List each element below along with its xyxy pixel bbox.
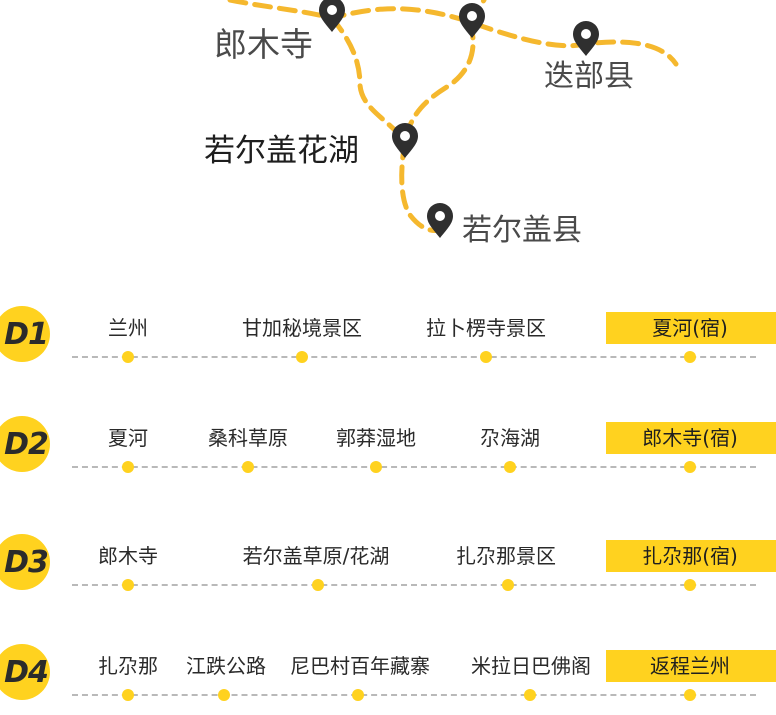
route-line xyxy=(402,19,476,145)
map-pin-icon xyxy=(319,0,345,32)
stop-label: 尼巴村百年藏寨 xyxy=(290,654,430,678)
overnight-highlight xyxy=(606,540,776,572)
stop-label: 扎尕那景区 xyxy=(456,544,556,568)
route-line xyxy=(399,139,443,233)
day-badge: D2 xyxy=(0,416,50,472)
place-label-langmu: 郎木寺 xyxy=(214,25,313,64)
route-map-svg xyxy=(227,0,679,238)
itinerary-day-1: D1 兰州 甘加秘境景区 拉卜楞寺景区 夏河(宿) xyxy=(0,300,776,370)
stop-label: 江跌公路 xyxy=(186,654,266,678)
overnight-label: 扎尕那(宿) xyxy=(642,544,738,568)
stop-dot xyxy=(480,351,492,363)
day-badge: D3 xyxy=(0,534,50,590)
overnight-highlight xyxy=(606,312,776,344)
stop-label: 兰州 xyxy=(108,316,148,340)
stop-label: 尕海湖 xyxy=(480,426,540,450)
stop-dot xyxy=(684,579,696,591)
stop-label: 郭莽湿地 xyxy=(336,426,416,450)
stop-dot xyxy=(312,579,324,591)
stop-dot xyxy=(370,461,382,473)
route-dashed-line xyxy=(72,584,756,586)
overnight-label: 夏河(宿) xyxy=(652,316,728,340)
route-line xyxy=(227,0,679,67)
day-badge: D1 xyxy=(0,306,50,362)
route-dashed-line xyxy=(72,694,756,696)
map-pin-icon xyxy=(573,21,599,56)
map-pin-icon xyxy=(459,3,485,38)
stop-label: 若尔盖草原/花湖 xyxy=(242,544,390,568)
stop-dot xyxy=(352,689,364,701)
stop-label: 米拉日巴佛阁 xyxy=(471,654,591,678)
stop-label: 夏河 xyxy=(108,426,148,450)
stop-dot xyxy=(242,461,254,473)
stop-dot xyxy=(504,461,516,473)
stop-dot xyxy=(684,689,696,701)
stop-dot xyxy=(218,689,230,701)
route-map: 郎木寺 迭部县 若尔盖花湖 若尔盖县 xyxy=(0,0,776,270)
overnight-highlight xyxy=(606,422,776,454)
itinerary-day-2: D2 夏河 桑科草原 郭莽湿地 尕海湖 郎木寺(宿) xyxy=(0,410,776,480)
overnight-label: 返程兰州 xyxy=(650,654,730,678)
stop-dot xyxy=(524,689,536,701)
overnight-highlight xyxy=(606,650,776,682)
place-label-ruoergai: 若尔盖县 xyxy=(462,213,582,248)
place-label-huahu: 若尔盖花湖 xyxy=(204,133,359,169)
stop-dot xyxy=(684,461,696,473)
stop-dot xyxy=(122,689,134,701)
stop-label: 郎木寺 xyxy=(98,544,158,568)
route-line xyxy=(329,15,408,145)
route-dashed-line xyxy=(72,466,756,468)
stop-label: 拉卜楞寺景区 xyxy=(426,316,546,340)
itinerary-day-4: D4 扎尕那 江跌公路 尼巴村百年藏寨 米拉日巴佛阁 返程兰州 xyxy=(0,638,776,708)
stop-dot xyxy=(684,351,696,363)
stop-label: 甘加秘境景区 xyxy=(242,316,362,340)
stop-label: 扎尕那 xyxy=(98,654,158,678)
stop-dot xyxy=(122,579,134,591)
map-pin-icon xyxy=(392,123,418,158)
day-badge: D4 xyxy=(0,644,50,700)
overnight-label: 郎木寺(宿) xyxy=(642,426,738,450)
stop-dot xyxy=(296,351,308,363)
map-pin-icon xyxy=(427,203,453,238)
stop-dot xyxy=(122,351,134,363)
stop-dot xyxy=(502,579,514,591)
itinerary-day-3: D3 郎木寺 若尔盖草原/花湖 扎尕那景区 扎尕那(宿) xyxy=(0,528,776,598)
route-dashed-line xyxy=(72,356,756,358)
stop-label: 桑科草原 xyxy=(208,426,288,450)
place-label-diebu: 迭部县 xyxy=(544,59,634,94)
stop-dot xyxy=(122,461,134,473)
